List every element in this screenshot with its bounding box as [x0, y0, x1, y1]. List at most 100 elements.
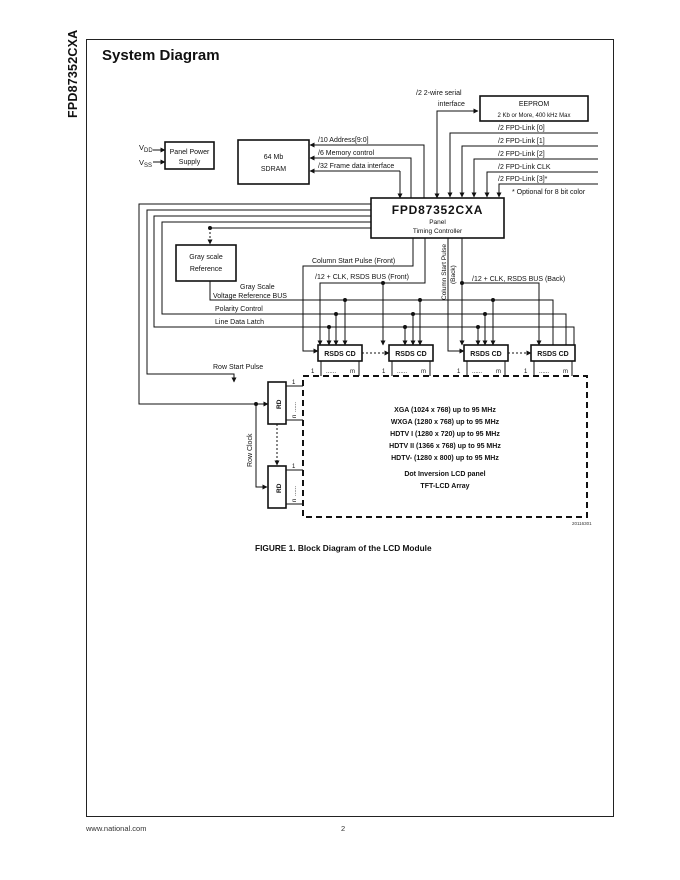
- cd3-pin-first: 1: [457, 369, 461, 375]
- row-start-label: Row Start Pulse: [213, 364, 263, 371]
- rd1-pin-last: n: [292, 415, 298, 418]
- fpd-link-clk-label: /2 FPD-Link CLK: [498, 164, 551, 171]
- sdram-line2: SDRAM: [261, 166, 286, 173]
- panel-mode-hdtv2: HDTV II (1366 x 768) up to 95 MHz: [389, 443, 501, 450]
- row-driver-1-label: RD: [276, 399, 283, 409]
- cd4-pin-last: m: [563, 369, 568, 375]
- column-driver-4-label: RSDS CD: [537, 351, 569, 358]
- cd1-pin-dots: ......: [326, 369, 336, 375]
- gray-ref-line2: Reference: [190, 266, 222, 273]
- row-clock-label: Row Clock: [247, 433, 254, 467]
- eeprom-block: [479, 95, 589, 122]
- rd2-pin-last: n: [292, 499, 298, 502]
- cd1-pin-first: 1: [311, 369, 315, 375]
- panel-power-supply-block: [164, 141, 215, 170]
- column-driver-2-label: RSDS CD: [395, 351, 427, 358]
- cd1-pin-last: m: [350, 369, 355, 375]
- rsds-front-label: /12 + CLK, RSDS BUS (Front): [315, 274, 409, 281]
- sdram-signal-address: /10 Address[9:0]: [318, 137, 369, 144]
- polarity-control-line: [161, 221, 567, 345]
- rd2-pin-dots: ......: [292, 486, 298, 496]
- figure-id: 20116301: [572, 521, 592, 526]
- sdram-block: [237, 139, 310, 185]
- figure-caption: FIGURE 1. Block Diagram of the LCD Modul…: [255, 543, 432, 553]
- fpd-link-clk-line: [484, 171, 598, 198]
- sdram-signal-frame-data: /32 Frame data interface: [318, 163, 394, 170]
- gray-scale-reference-block: [175, 244, 237, 282]
- rd1-pin-first: 1: [292, 380, 296, 386]
- power-supply-line1: Panel Power: [170, 149, 210, 156]
- panel-type-line1: Dot Inversion LCD panel: [404, 471, 485, 478]
- cd2-pin-first: 1: [382, 369, 386, 375]
- col-start-back-label-1: Column Start Pulse: [441, 244, 448, 300]
- cd2-pin-last: m: [421, 369, 426, 375]
- column-driver-1-label: RSDS CD: [324, 351, 356, 358]
- memory-control-line: [309, 155, 412, 198]
- eeprom-line2: 2 Kb or More, 400 kHz Max: [497, 113, 570, 119]
- vdd-label: VDD: [139, 143, 153, 154]
- controller-line2: Timing Controller: [413, 228, 463, 235]
- gray-voltage-bus-line: [209, 281, 554, 345]
- power-supply-group: [153, 141, 215, 170]
- line-data-latch-line: [153, 215, 575, 345]
- footer-url[interactable]: www.national.com: [86, 824, 147, 833]
- fpd-link-3-line: [496, 183, 598, 198]
- eeprom-interface-line2: interface: [438, 101, 465, 108]
- col-start-back-line: [447, 238, 465, 354]
- lcd-panel-outline: [302, 375, 588, 518]
- vss-label: VSS: [139, 158, 152, 169]
- polarity-label: Polarity Control: [215, 306, 263, 313]
- address-line: [309, 142, 425, 198]
- row-clock-line: [255, 404, 268, 490]
- cd2-pin-dots: ......: [397, 369, 407, 375]
- rsds-front-line: [382, 238, 426, 345]
- rd2-pin-first: 1: [292, 464, 296, 470]
- cd3-pin-dots: ......: [472, 369, 482, 375]
- panel-type-line2: TFT-LCD Array: [420, 483, 469, 490]
- col-start-back-label-2: (Back): [450, 265, 457, 284]
- driver-output-pins: [320, 361, 573, 376]
- fpd-link-3-label: /2 FPD-Link [3]*: [498, 176, 548, 183]
- panel-mode-hdtv-minus: HDTV- (1280 x 800) up to 95 MHz: [391, 455, 499, 462]
- two-wire-interface-line: [434, 108, 479, 199]
- fpd-link-0-label: /2 FPD-Link [0]: [498, 125, 545, 132]
- panel-mode-xga: XGA (1024 x 768) up to 95 MHz: [394, 407, 496, 414]
- gray-bus-label-2: Voltage Reference BUS: [213, 293, 287, 300]
- column-driver-3-label: RSDS CD: [470, 351, 502, 358]
- fpd-link-note: * Optional for 8 bit color: [512, 189, 586, 196]
- fpd-link-2-line: [471, 158, 598, 198]
- power-supply-line2: Supply: [179, 159, 201, 166]
- panel-mode-wxga: WXGA (1280 x 768) up to 95 MHz: [391, 419, 500, 426]
- row-driver-2: [267, 465, 287, 509]
- fpd-link-2-label: /2 FPD-Link [2]: [498, 151, 545, 158]
- fpd-link-1-label: /2 FPD-Link [1]: [498, 138, 545, 145]
- rsds-back-label: /12 + CLK, RSDS BUS (Back): [472, 276, 565, 283]
- driver-drops: [326, 300, 496, 346]
- controller-name: FPD87352CXA: [392, 203, 484, 217]
- fpd-link-0-line: [447, 132, 598, 198]
- cd4-pin-first: 1: [524, 369, 528, 375]
- panel-mode-hdtv1: HDTV I (1280 x 720) up to 95 MHz: [390, 431, 500, 438]
- row-output-pins: [286, 385, 303, 505]
- cd3-pin-last: m: [496, 369, 501, 375]
- page-frame: [86, 39, 614, 817]
- rsds-front-branch: [317, 282, 383, 346]
- sdram-signal-memory-control: /6 Memory control: [318, 150, 374, 157]
- row-driver-2-label: RD: [276, 483, 283, 493]
- fpd-link-1-line: [459, 145, 598, 198]
- cd4-pin-dots: ......: [539, 369, 549, 375]
- row-start-pulse-line: [146, 209, 371, 383]
- gray-bus-label-1: Gray Scale: [240, 284, 275, 291]
- page-number: 2: [341, 824, 346, 833]
- rd1-pin-dots: ......: [292, 402, 298, 412]
- col-start-front-label: Column Start Pulse (Front): [312, 258, 395, 265]
- rsds-back-line: [461, 238, 542, 346]
- eeprom-line1: EEPROM: [519, 101, 550, 108]
- section-title: System Diagram: [102, 47, 220, 64]
- junction-dots: [208, 226, 495, 406]
- controller-line1: Panel: [429, 219, 446, 226]
- gray-ref-line1: Gray scale: [189, 254, 223, 261]
- col-start-front-line: [302, 238, 414, 354]
- timing-controller-block: [370, 197, 505, 239]
